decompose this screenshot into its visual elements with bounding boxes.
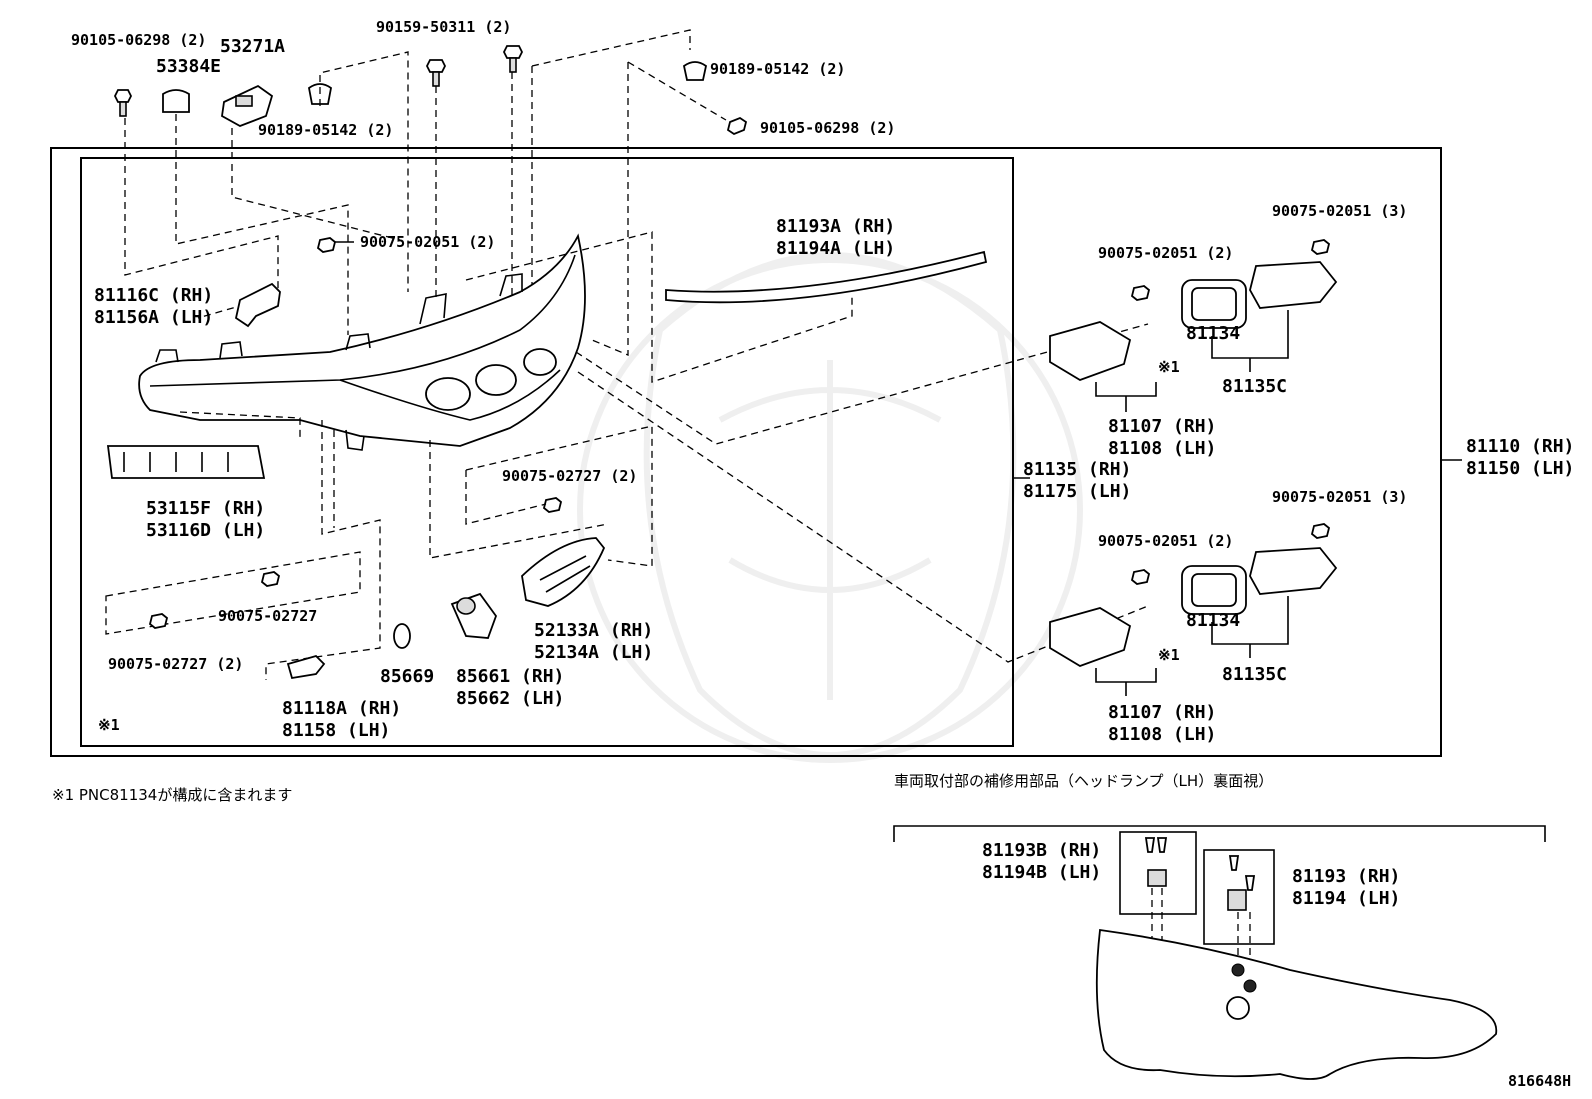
bracket-icon: [221, 84, 274, 127]
part-number-label: 90189-05142 (2): [258, 121, 393, 139]
o-ring-icon: [393, 623, 411, 649]
part-number-label: 53271A: [220, 36, 285, 57]
note-mark: ※1: [1158, 358, 1180, 376]
part-number-label: 81158 (LH): [282, 720, 390, 741]
part-number-label: 81135C: [1222, 664, 1287, 685]
part-number-label: 81156A (LH): [94, 307, 213, 328]
repair-section-title: 車両取付部の補修用部品（ヘッドランプ（LH）裏面視）: [894, 772, 1273, 790]
part-number-label: 90075-02051 (3): [1272, 202, 1407, 220]
module-icon: [1049, 607, 1132, 667]
part-number-label: 81108 (LH): [1108, 724, 1216, 745]
part-number-label: 90075-02051 (2): [360, 233, 495, 251]
part-number-label: 53115F (RH): [146, 498, 265, 519]
part-number-label: 81193B (RH): [982, 840, 1101, 861]
gasket-icon: [1181, 279, 1247, 329]
part-number-label: 90159-50311 (2): [376, 18, 511, 36]
part-number-label: 81118A (RH): [282, 698, 401, 719]
part-number-label: 81107 (RH): [1108, 416, 1216, 437]
screw-icon: [1144, 837, 1256, 911]
part-number-label: 81194B (LH): [982, 862, 1101, 883]
part-number-label: 85661 (RH): [456, 666, 564, 687]
part-number-label: 81194 (LH): [1292, 888, 1400, 909]
bolt-icon: [148, 613, 169, 629]
bolt-icon: [1130, 285, 1151, 301]
ballast-icon: [1249, 261, 1338, 309]
bolt-icon: [260, 571, 281, 587]
bolt-icon: [425, 59, 447, 87]
trim-strip: [665, 250, 988, 304]
bracket-icon: [286, 654, 326, 680]
part-number-label: 81116C (RH): [94, 285, 213, 306]
bolt-icon: [542, 497, 563, 513]
ballast-icon: [1249, 547, 1338, 595]
part-number-label: 90075-02051 (2): [1098, 532, 1233, 550]
outer-assembly-box: [50, 147, 1442, 757]
bolt-icon: [1310, 239, 1331, 255]
part-number-label: 52134A (LH): [534, 642, 653, 663]
bolt-icon: [726, 116, 748, 136]
note-mark: ※1: [98, 716, 120, 734]
bolt-icon: [113, 89, 133, 117]
headlamp-assembly: [138, 233, 586, 451]
headlamp-back-silhouette: [1095, 928, 1498, 1080]
part-number-label: 53384E: [156, 56, 221, 77]
bolt-icon: [1310, 523, 1331, 539]
socket-icon: [450, 592, 498, 639]
bracket-icon: [234, 282, 281, 328]
bolt-icon: [502, 45, 524, 73]
cover-icon: [521, 537, 606, 607]
part-number-label: 85662 (LH): [456, 688, 564, 709]
part-number-label: 81134: [1186, 610, 1240, 631]
bolt-icon: [316, 237, 337, 253]
gasket-icon: [1181, 565, 1247, 615]
part-number-label: 81135 (RH): [1023, 459, 1131, 480]
part-number-label: 81110 (RH): [1466, 436, 1574, 457]
part-number-label: 90075-02727 (2): [108, 655, 243, 673]
part-number-label: 81135C: [1222, 376, 1287, 397]
part-number-label: 53116D (LH): [146, 520, 265, 541]
part-number-label: 81108 (LH): [1108, 438, 1216, 459]
watermark-emblem: [577, 252, 1083, 763]
footnote: ※1 PNC81134が構成に含まれます: [52, 786, 292, 804]
clip-icon: [682, 61, 708, 81]
repair-box-81193: [1203, 849, 1275, 945]
part-number-label: 85669: [380, 666, 434, 687]
duct-icon: [106, 445, 266, 479]
diagram-id: 816648H: [1508, 1072, 1571, 1090]
cap-icon: [162, 89, 190, 113]
part-number-label: 81193A (RH): [776, 216, 895, 237]
repair-box-81193B: [1119, 831, 1197, 915]
bolt-icon: [1130, 569, 1151, 585]
part-number-label: 81193 (RH): [1292, 866, 1400, 887]
part-number-label: 81107 (RH): [1108, 702, 1216, 723]
part-number-label: 81150 (LH): [1466, 458, 1574, 479]
part-number-label: 90075-02727: [218, 607, 317, 625]
part-number-label: 90075-02727 (2): [502, 467, 637, 485]
part-number-label: 90105-06298 (2): [71, 31, 206, 49]
part-number-label: 81194A (LH): [776, 238, 895, 259]
inner-assembly-box: [80, 157, 1014, 747]
part-number-label: 90075-02051 (3): [1272, 488, 1407, 506]
part-number-label: 81175 (LH): [1023, 481, 1131, 502]
module-icon: [1049, 321, 1132, 381]
part-number-label: 90189-05142 (2): [710, 60, 845, 78]
part-number-label: 81134: [1186, 323, 1240, 344]
part-number-label: 90075-02051 (2): [1098, 244, 1233, 262]
note-mark: ※1: [1158, 646, 1180, 664]
part-number-label: 90105-06298 (2): [760, 119, 895, 137]
part-number-label: 52133A (RH): [534, 620, 653, 641]
